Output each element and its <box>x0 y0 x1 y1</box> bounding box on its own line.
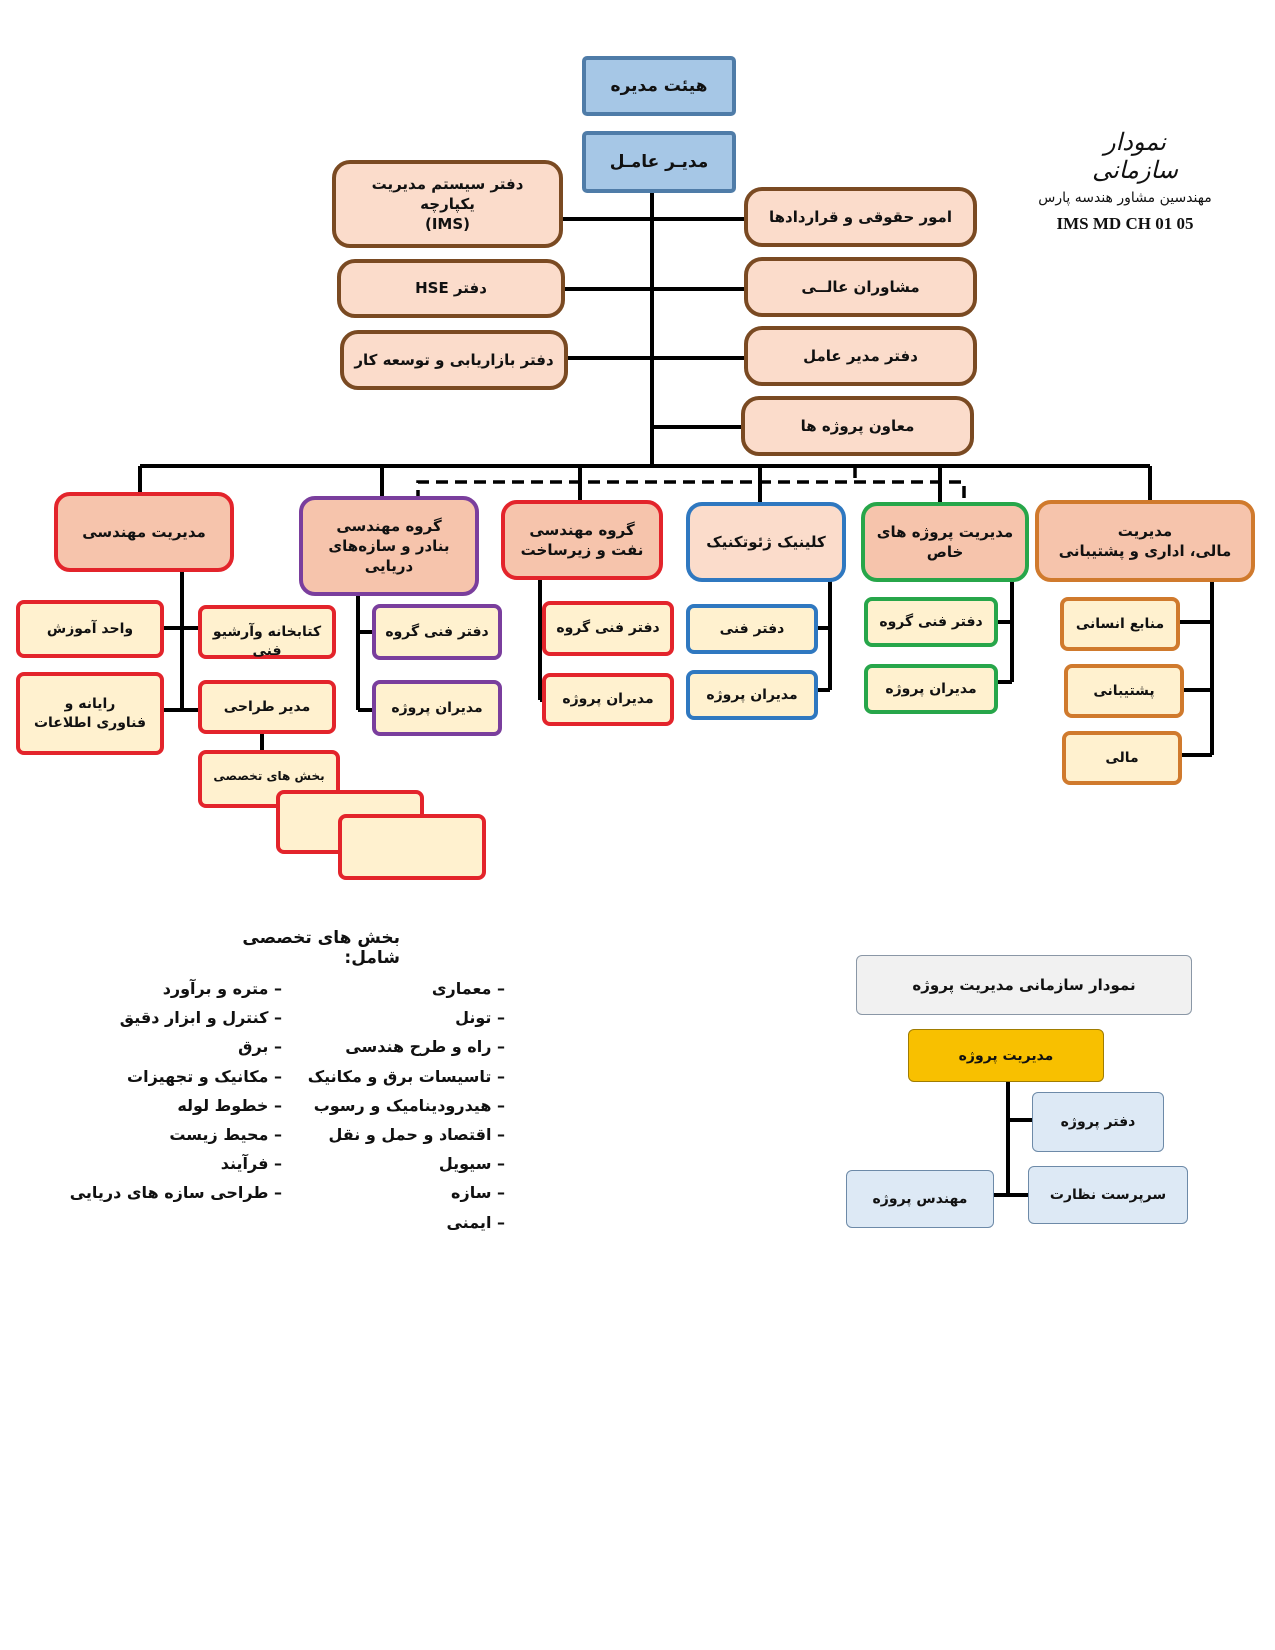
senior-advisors-box: مشاوران عالــی <box>744 257 977 317</box>
specialty-item: – مکانیک و تجهیزات <box>127 1066 282 1086</box>
specialty-item: – تونل <box>455 1008 505 1028</box>
senior-advisors-label: مشاوران عالــی <box>801 277 920 296</box>
ports-marine-group-label: گروه مهندسی بنادر و سازه‌های دریایی <box>328 516 450 576</box>
ims-office-box: دفتر سیستم مدیریت یکپارچه (IMS) <box>332 160 563 248</box>
geo-project-managers-label: مدیران پروژه <box>706 686 798 703</box>
ports-project-managers-box: مدیران پروژه <box>372 680 502 736</box>
training-unit-label: واحد آموزش <box>46 620 134 637</box>
finance-label: مالی <box>1105 749 1139 766</box>
specialty-item: – محیط زیست <box>169 1125 282 1145</box>
project-office-box: دفتر پروژه <box>1032 1092 1164 1152</box>
supervision-head-box: سرپرست نظارت <box>1028 1166 1188 1224</box>
hse-office-label: دفتر HSE <box>415 279 487 298</box>
board-label: هیئت مدیره <box>610 75 708 96</box>
library-archive-label: کتابخانه وآرشیو فنی <box>212 624 322 659</box>
ceo-office-box: دفتر مدیر عامل <box>744 326 977 386</box>
oil-infrastructure-group-label: گروه مهندسی نفت و زیرساخت <box>520 520 644 559</box>
marketing-office-box: دفتر بازاریابی و توسعه کار <box>340 330 568 390</box>
document-code: IMS MD CH 01 05 <box>1056 214 1194 233</box>
pm-chart-title-box: نمودار سازمانی مدیریت پروژه <box>856 955 1192 1015</box>
finance-admin-support-box: مدیریت مالی، اداری و پشتیبانی <box>1035 500 1255 582</box>
projects-deputy-box: معاون پروژه ها <box>741 396 974 456</box>
ceo-box: مدیـر عامـل <box>582 131 736 193</box>
geo-project-managers-box: مدیران پروژه <box>686 670 818 720</box>
specialized-sections-label: بخش های تخصصی <box>213 769 325 783</box>
specialized-stack-box-3 <box>338 814 486 880</box>
specialties-title: بخش های تخصصی شامل: <box>242 928 400 968</box>
specialty-item: – سازه <box>451 1183 505 1203</box>
supervision-head-label: سرپرست نظارت <box>1049 1187 1167 1203</box>
specialty-item: – متره و برآورد <box>162 979 282 998</box>
finance-box: مالی <box>1062 731 1182 785</box>
finance-admin-support-label: مدیریت مالی، اداری و پشتیبانی <box>1058 521 1232 560</box>
legal-affairs-label: امور حقوقی و قراردادها <box>769 207 952 226</box>
specialty-item: – کنترل و ابزار دقیق <box>119 1008 282 1028</box>
design-manager-box: مدیر طراحی <box>198 680 336 734</box>
oil-project-managers-box: مدیران پروژه <box>542 673 674 726</box>
project-management-label: مدیریت پروژه <box>958 1047 1054 1064</box>
project-engineer-label: مهندس پروژه <box>872 1191 968 1207</box>
oil-project-managers-label: مدیران پروژه <box>562 691 654 708</box>
it-unit-label: رایانه و فناوری اطلاعات <box>33 695 147 731</box>
engineering-management-label: مدیریت مهندسی <box>82 522 206 541</box>
specialty-item: – راه و طرح هندسی <box>345 1037 505 1057</box>
oil-tech-office-label: دفتر فنی گروه <box>556 620 660 637</box>
human-resources-label: منابع انسانی <box>1075 615 1165 632</box>
it-unit-box: رایانه و فناوری اطلاعات <box>16 672 164 755</box>
specialty-item: – سیویل <box>438 1154 505 1174</box>
specialty-item: – تاسیسات برق و مکانیک <box>307 1066 505 1086</box>
support-label: پشتیبانی <box>1093 682 1155 699</box>
specialty-item: – ایمنی <box>446 1212 505 1232</box>
oil-infrastructure-group-box: گروه مهندسی نفت و زیرساخت <box>501 500 663 580</box>
chart-title: نمودار سازمانی <box>1092 128 1178 184</box>
training-unit-box: واحد آموزش <box>16 600 164 658</box>
project-engineer-box: مهندس پروژه <box>846 1170 994 1228</box>
human-resources-box: منابع انسانی <box>1060 597 1180 651</box>
hse-office-box: دفتر HSE <box>337 259 565 318</box>
ceo-office-label: دفتر مدیر عامل <box>803 346 918 365</box>
board-of-directors-box: هیئت مدیره <box>582 56 736 116</box>
specialty-item: – طراحی سازه های دریایی <box>69 1183 282 1203</box>
ports-marine-group-box: گروه مهندسی بنادر و سازه‌های دریایی <box>299 496 479 596</box>
support-box: پشتیبانی <box>1064 664 1184 718</box>
design-manager-label: مدیر طراحی <box>223 698 311 715</box>
legal-affairs-box: امور حقوقی و قراردادها <box>744 187 977 247</box>
special-tech-office-label: دفتر فنی گروه <box>879 613 983 630</box>
special-projects-box: مدیریت پروژه های خاص <box>861 502 1029 582</box>
ceo-label: مدیـر عامـل <box>609 151 709 172</box>
geo-tech-office-label: دفتر فنی <box>719 620 785 637</box>
special-project-managers-box: مدیران پروژه <box>864 664 998 714</box>
company-name: مهندسین مشاور هندسه پارس <box>1038 190 1212 206</box>
ports-tech-office-label: دفتر فنی گروه <box>385 623 489 640</box>
specialties-list-left: – متره و برآورد – کنترل و ابزار دقیق – ب… <box>70 974 282 1208</box>
oil-tech-office-box: دفتر فنی گروه <box>542 601 674 656</box>
library-archive-box: کتابخانه وآرشیو فنی <box>198 605 336 659</box>
specialty-item: – فرآیند <box>220 1154 282 1174</box>
special-project-managers-label: مدیران پروژه <box>885 680 977 697</box>
ports-tech-office-box: دفتر فنی گروه <box>372 604 502 660</box>
project-management-box: مدیریت پروژه <box>908 1029 1104 1082</box>
specialty-item: – برق <box>238 1037 282 1057</box>
geo-tech-office-box: دفتر فنی <box>686 604 818 654</box>
geotechnic-clinic-label: کلینیک ژئوتکنیک <box>706 532 826 551</box>
project-office-label: دفتر پروژه <box>1060 1114 1136 1130</box>
special-tech-office-box: دفتر فنی گروه <box>864 597 998 647</box>
specialty-item: – هیدرودینامیک و رسوب <box>313 1095 505 1115</box>
special-projects-label: مدیریت پروژه های خاص <box>876 522 1014 561</box>
engineering-management-box: مدیریت مهندسی <box>54 492 234 572</box>
projects-deputy-label: معاون پروژه ها <box>800 416 915 435</box>
pm-chart-title: نمودار سازمانی مدیریت پروژه <box>912 976 1136 994</box>
specialty-item: – اقتصاد و حمل و نقل <box>328 1125 505 1145</box>
specialty-item: – معماری <box>431 979 505 998</box>
ims-office-label: دفتر سیستم مدیریت یکپارچه (IMS) <box>371 174 524 234</box>
specialties-list-right: – معماری – تونل – راه و طرح هندسی – تاسی… <box>300 974 505 1237</box>
specialty-item: – خطوط لوله <box>177 1095 282 1115</box>
ports-project-managers-label: مدیران پروژه <box>391 699 483 716</box>
geotechnic-clinic-box: کلینیک ژئوتکنیک <box>686 502 846 582</box>
marketing-office-label: دفتر بازاریابی و توسعه کار <box>354 350 554 369</box>
